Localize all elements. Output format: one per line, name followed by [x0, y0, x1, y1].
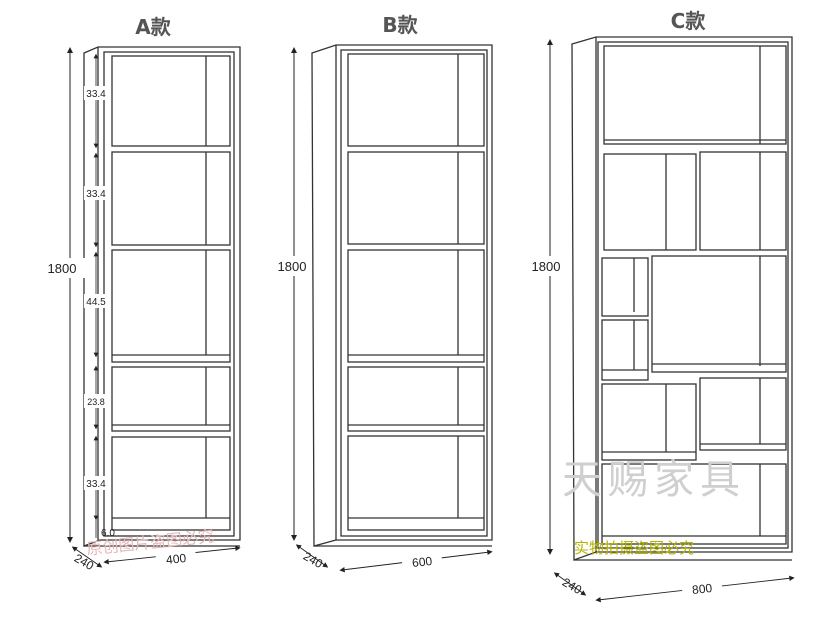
- model-c-width-label: 800: [691, 581, 713, 597]
- model-a-width-label: 400: [165, 551, 187, 567]
- model-b-depth-label: 240: [301, 549, 326, 571]
- model-c-title: C款: [671, 9, 707, 33]
- model-b-height-dim: 1800: [272, 47, 312, 541]
- model-a-title: A款: [135, 15, 171, 39]
- model-c-height-dim: 1800: [526, 39, 566, 555]
- model-b-height-label: 1800: [278, 259, 307, 274]
- model-a-shelf-dim-6: 6.0: [101, 528, 115, 539]
- model-c: C款: [526, 9, 795, 603]
- model-b-title: B款: [382, 13, 418, 37]
- model-a-frame: [83, 46, 241, 547]
- notice-watermark: 实物拍摄盗图必究: [574, 539, 694, 557]
- model-a-shelf-dim-4: 23.8: [87, 397, 105, 407]
- model-a-shelf-dim-5: 33.4: [86, 479, 106, 490]
- brand-watermark: 天赐家具: [562, 457, 746, 503]
- model-a-height-dim: 1800: [48, 47, 88, 543]
- model-a-shelf-dim-2: 33.4: [86, 189, 106, 200]
- model-a-shelf-dim-3: 44.5: [86, 297, 106, 308]
- model-c-depth-label: 240: [560, 575, 585, 597]
- model-a: A款 1800: [48, 15, 241, 573]
- model-b-frame: [311, 44, 493, 547]
- model-a-shelf-dim-1: 33.4: [86, 89, 106, 100]
- model-c-height-label: 1800: [532, 259, 561, 274]
- model-b-width-label: 600: [411, 554, 433, 570]
- model-c-frame: [571, 36, 793, 561]
- model-b: B款 1800 240 600: [272, 13, 493, 573]
- model-a-height-label: 1800: [48, 261, 77, 276]
